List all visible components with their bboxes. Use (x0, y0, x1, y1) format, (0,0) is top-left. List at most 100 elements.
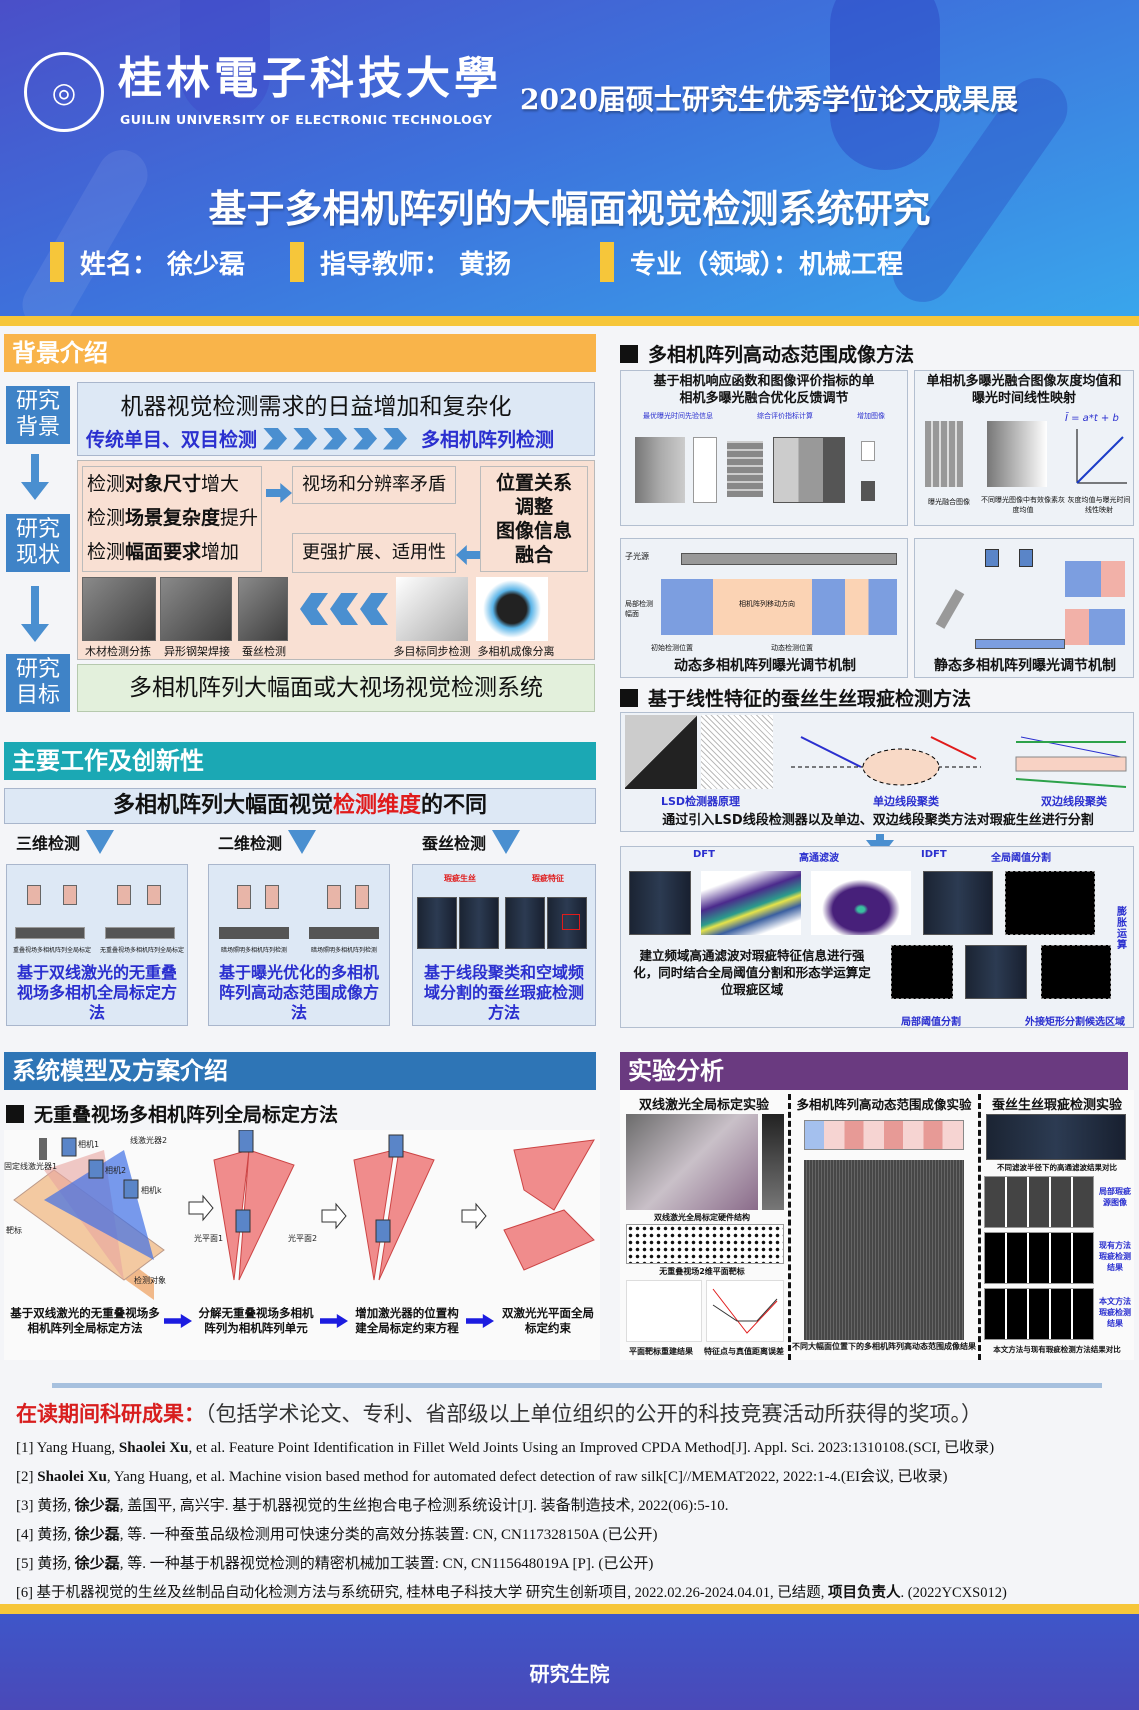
hdr-panel-static: 静态多相机阵列曝光调节机制 (914, 538, 1134, 678)
camera-icon (27, 885, 41, 905)
camera-positions (804, 1120, 964, 1150)
square-bullet-icon (620, 344, 638, 363)
target-plate (105, 927, 175, 939)
silk-image (505, 897, 545, 949)
gradient-image (625, 715, 697, 789)
label-laser-2: 线激光器2 (130, 1136, 168, 1145)
subheading-calibration: 无重叠视场多相机阵列全局标定方法 (6, 1100, 338, 1127)
poster-header: ◎ 桂林電子科技大學 GUILIN UNIVERSITY OF ELECTRON… (0, 0, 1139, 318)
section-heading-experiment: 实验分析 (620, 1052, 1128, 1090)
student-name: 姓名： 徐少磊 (50, 240, 245, 284)
silk-image (629, 871, 691, 935)
thesis-title: 基于多相机阵列的大幅面视觉检测系统研究 (208, 187, 931, 231)
photo-caption: 木材检测分拣 (85, 645, 151, 658)
reference-item: [1] Yang Huang, Shaolei Xu, et al. Featu… (16, 1440, 995, 1456)
arrow-right-icon (164, 1314, 192, 1328)
method-card-3d: 重叠视场多相机阵列全局标定 无重叠视场多相机阵列全局标定 基于双线激光的无重叠视… (6, 864, 188, 1026)
university-name-cn: 桂林電子科技大學 (118, 53, 502, 104)
reconstruction-plot (626, 1280, 702, 1342)
light-sources (681, 553, 897, 565)
method-card-silk: 瑕疵生丝 瑕疵特征 基于线段聚类和空域频域分割的蚕丝瑕疵检测方法 (412, 864, 596, 1026)
multi-camera-label: 多相机阵列检测 (421, 429, 555, 451)
column-label-3d: 三维检测 (16, 830, 115, 854)
hdr-panel-dynamic: 子光源 局部检测幅面 相机阵列移动方向 初始检测位置 动态检测位置 动态多相机阵… (620, 538, 908, 678)
square-bullet-icon (6, 1104, 24, 1123)
divider (0, 1604, 1139, 1614)
lsd-summary: 通过引入LSD线段检测器以及单边、双边线段聚类方法对瑕疵生丝进行分割 (662, 813, 1094, 828)
target-plate (309, 927, 379, 939)
reference-item: [4] 黄扬, 徐少磊, 等. 一种蚕茧品级检测用可快速分类的高效分拣装置: C… (16, 1527, 658, 1543)
chevron-left-icon (300, 593, 328, 625)
demand-text: 机器视觉检测需求的日益增加和复杂化 (120, 394, 512, 420)
label-camera-1: 相机1 (78, 1140, 100, 1149)
section-heading-background: 背景介绍 (4, 334, 596, 372)
lsd-panel: LSD检测器原理 单边线段聚类 双边线段聚类 通过引入LSD线段检测器以及单边、… (620, 712, 1134, 832)
subheading-hdr: 多相机阵列高动态范围成像方法 (620, 340, 914, 367)
hdr-results-grid (804, 1160, 964, 1340)
step-1: 基于双线激光的无重叠视场多相机阵列全局标定方法 (10, 1306, 160, 1335)
target-plate (219, 927, 289, 939)
subheading-silk: 基于线性特征的蚕丝生丝瑕疵检测方法 (620, 684, 971, 711)
label-fixed-laser-1: 固定线激光器1 (4, 1162, 58, 1171)
column-label-2d: 二维检测 (218, 830, 317, 854)
arrow-right-icon (466, 1314, 494, 1328)
chevron-right-icon (383, 427, 408, 450)
reference-item: [6] 基于机器视觉的生丝及丝制品自动化检测方法与系统研究, 桂林电子科技大学 … (16, 1585, 1007, 1601)
photo-caption: 异形钢架焊接 (164, 645, 230, 658)
camera-icon (237, 885, 251, 909)
filter-results (986, 1114, 1126, 1160)
camera-array (661, 579, 897, 635)
photo-caption: 多相机成像分离 (477, 645, 555, 658)
label-camera-2: 相机2 (105, 1166, 127, 1175)
arrow-right-icon (266, 483, 292, 503)
hdr-panel-linear-mapping: 单相机多曝光融合图像灰度均值和曝光时间线性映射 Ī = a*t + b 曝光融合… (914, 370, 1134, 526)
arrow-left-icon (456, 545, 480, 565)
frequency-summary: 建立频域高通滤波对瑕疵特征信息进行强化，同时结合全局阈值分割和形态学运算定位瑕疵… (633, 948, 871, 997)
section-heading-system: 系统模型及方案介绍 (4, 1052, 596, 1090)
dft-spectrum (701, 871, 801, 935)
camera-icon (265, 885, 279, 909)
silk-image (547, 897, 587, 949)
chevron-right-icon (323, 427, 348, 450)
divider (52, 1383, 1102, 1388)
column-label-silk: 蚕丝检测 (422, 830, 521, 854)
down-arrow-icon (21, 586, 49, 642)
label-light-plane-1: 光平面1 (194, 1234, 224, 1243)
solution-box: 位置关系调整图像信息融合 (480, 466, 588, 572)
goal-box: 多相机阵列大幅面或大视场视觉检测系统 (77, 664, 595, 712)
step-4: 双激光光平面全局标定约束 (502, 1306, 594, 1335)
conflict-box: 视场和分辨率矛盾 (292, 466, 456, 504)
photo-wood (82, 577, 156, 641)
label-camera-k: 相机k (141, 1186, 162, 1195)
camera-icon (117, 885, 131, 905)
frequency-panel: DFT 高通滤波 IDFT 全局阈值分割 膨胀运算 建立频域高通滤波对瑕疵特征信… (620, 846, 1134, 1028)
calibration-diagram: 固定线激光器1 相机1 线激光器2 相机2 相机k 靶标 检测对象 光平面1 光… (4, 1129, 600, 1360)
silk-image (417, 897, 457, 949)
chevron-right-icon (353, 427, 378, 450)
photo-silk (238, 577, 288, 641)
silk-image (923, 871, 993, 935)
arrow-right-icon (320, 1314, 348, 1328)
method-card-2d: 暗场照明多相机阵列检测 暗场照明多相机阵列检测 基于曝光优化的多相机阵列高动态范… (208, 864, 390, 1026)
chevron-left-icon (330, 593, 358, 625)
chevrons-left (300, 593, 388, 625)
target-plate (15, 927, 85, 939)
traditional-label: 传统单目、双目检测 (86, 429, 258, 451)
results-heading: 在读期间科研成果：（包括学术论文、专利、省部级以上单位组织的公开的科技竞赛活动所… (16, 1402, 982, 1426)
label-light-plane-2: 光平面2 (288, 1234, 318, 1243)
label-research-background: 研究背景 (6, 386, 70, 444)
method-title: 基于线段聚类和空域频域分割的蚕丝瑕疵检测方法 (423, 963, 584, 1022)
method-title: 基于曝光优化的多相机阵列高动态范围成像方法 (218, 963, 379, 1022)
challenges-list: 检测对象尺寸增大 检测场景复杂度提升 检测幅面要求增加 (82, 466, 262, 572)
reference-item: [3] 黄扬, 徐少磊, 盖国平, 高兴宇. 基于机器视觉的生丝抱合电子检测系统… (16, 1498, 729, 1514)
hdr-panel-feedback: 基于相机响应函数和图像评价指标的单相机多曝光融合优化反馈调节 最优曝光时间先验信… (620, 370, 908, 526)
method-title: 基于双线激光的无重叠视场多相机全局标定方法 (16, 963, 177, 1022)
square-bullet-icon (620, 688, 638, 707)
reference-item: [2] Shaolei Xu, Yang Huang, et al. Machi… (16, 1469, 948, 1485)
footer-text: 研究生院 (529, 1662, 610, 1686)
error-plot (706, 1280, 784, 1342)
challenge-item: 检测对象尺寸增大 (87, 473, 240, 495)
camera-icon (327, 885, 341, 909)
camera-icon (147, 885, 161, 905)
demand-box: 机器视觉检测需求的日益增加和复杂化 传统单目、双目检测 多相机阵列检测 (77, 382, 595, 456)
